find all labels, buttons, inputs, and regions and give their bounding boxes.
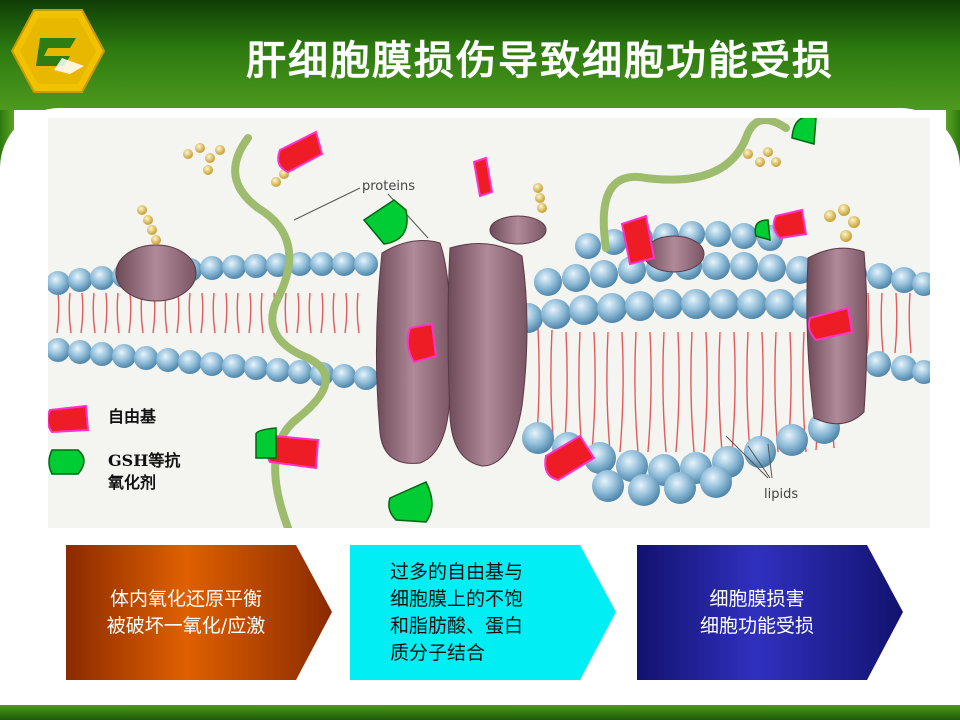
lipids-label: lipids (725, 435, 798, 502)
flow-box-1: 体内氧化还原平衡 被破坏一氧化/应激 (66, 545, 306, 680)
flow-box-1-line-1: 体内氧化还原平衡 (109, 587, 262, 610)
lipids-text: lipids (764, 487, 798, 502)
flow-box-2: 过多的自由基与 细胞膜上的不饱 和脂肪酸、蛋白 质分子结合 (350, 545, 610, 680)
flow-box-3: 细胞膜损害 细胞功能受损 (637, 545, 877, 680)
flow-box-3-shape (637, 545, 903, 680)
flow-box-2-shape (350, 545, 616, 680)
antioxidant-markers (255, 118, 817, 523)
proteins-text: proteins (362, 179, 415, 194)
flow-box-2-line-2: 细胞膜上的不饱 (390, 587, 524, 610)
flow-box-3-line-2: 细胞功能受损 (699, 614, 814, 637)
page-title: 肝细胞膜损伤导致细胞功能受损 (246, 38, 834, 84)
flow-box-3-line-1: 细胞膜损害 (709, 587, 805, 610)
header-bar (0, 0, 960, 110)
lipid-tails (56, 292, 912, 453)
flow-box-2-line-4: 质分子结合 (390, 641, 486, 664)
footer-bar (0, 705, 960, 720)
legend-free-radical-icon (48, 404, 90, 434)
sugar-clusters (137, 143, 860, 245)
flow-box-1-line-2: 被破坏一氧化/应激 (106, 614, 266, 637)
legend-antioxidant-icon (48, 449, 85, 475)
flow-box-2-line-3: 和脂肪酸、蛋白 (390, 614, 524, 637)
legend-antioxidant-label: GSH等抗 氧化剂 (108, 451, 181, 492)
logo-icon (10, 9, 106, 93)
free-radical-markers (265, 130, 854, 482)
glycolipid-chains (231, 118, 790, 528)
flow-box-2-line-1: 过多的自由基与 (390, 560, 524, 583)
cell-membrane-diagram: proteins lipids (48, 118, 930, 528)
legend-free-radical-label: 自由基 (108, 407, 157, 426)
flow-box-1-shape (66, 545, 332, 680)
